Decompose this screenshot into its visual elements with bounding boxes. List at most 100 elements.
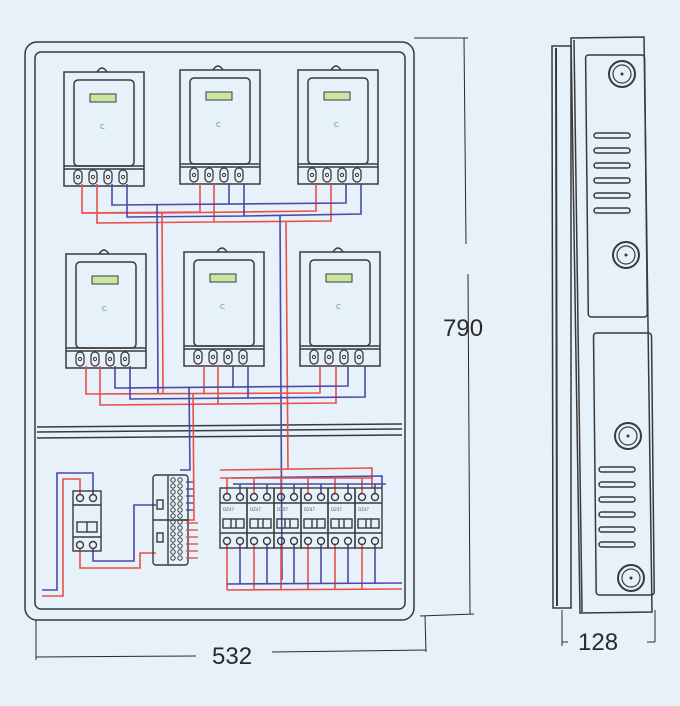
electricity-meter: C bbox=[183, 247, 265, 367]
width-ext-right bbox=[424, 615, 427, 653]
breaker-screw bbox=[289, 492, 299, 502]
terminal-screw bbox=[354, 172, 360, 178]
breaker-label: DZ47 bbox=[331, 507, 342, 512]
breaker-screw bbox=[289, 536, 299, 546]
meter-terminal bbox=[103, 169, 113, 185]
terminal-screw bbox=[339, 172, 345, 178]
breaker-screw bbox=[222, 492, 232, 502]
electricity-meter: C bbox=[65, 249, 147, 369]
terminal-screw bbox=[195, 354, 201, 360]
breaker-screw bbox=[75, 493, 85, 503]
terminal-hole bbox=[177, 507, 183, 513]
enclosure-inner bbox=[34, 51, 406, 610]
meter-terminal bbox=[219, 167, 229, 183]
terminal-hole bbox=[177, 495, 183, 501]
din-rail-line bbox=[36, 428, 403, 433]
side-door-frame bbox=[570, 36, 653, 614]
neutral-wire bbox=[243, 184, 362, 217]
knob-center bbox=[629, 576, 633, 580]
knob-outer bbox=[612, 241, 640, 269]
screw-knob-icon bbox=[612, 241, 640, 269]
meter-terminal bbox=[307, 167, 317, 183]
terminal-hole bbox=[170, 483, 176, 489]
neutral-wire bbox=[114, 366, 349, 389]
terminal-hole bbox=[177, 489, 183, 495]
breaker-toggle bbox=[303, 518, 326, 529]
knob-outer bbox=[614, 422, 642, 450]
meter-hanger-icon bbox=[212, 65, 224, 71]
height-dimension-label: 790 bbox=[443, 315, 483, 342]
breaker-screw bbox=[235, 492, 245, 502]
breaker-label: DZ47 bbox=[223, 507, 234, 512]
meter-display bbox=[323, 91, 351, 101]
meter-display bbox=[89, 93, 117, 103]
meter-terminal bbox=[322, 167, 332, 183]
meter-hanger-icon bbox=[330, 65, 342, 71]
terminal-hole bbox=[177, 549, 183, 555]
breaker-toggle bbox=[357, 518, 380, 529]
terminal-screw bbox=[225, 354, 231, 360]
terminal-screw bbox=[240, 354, 246, 360]
vent-slot bbox=[593, 132, 631, 139]
terminal-screw bbox=[105, 174, 111, 180]
meter-terminal bbox=[75, 351, 85, 367]
terminal-screw bbox=[236, 172, 242, 178]
terminal-hole bbox=[170, 477, 176, 483]
vent-slot bbox=[598, 496, 636, 503]
meter-terminal bbox=[234, 167, 244, 183]
main-neutral-out bbox=[92, 504, 156, 562]
meter-display bbox=[209, 273, 237, 283]
meter-mark: C bbox=[220, 303, 225, 311]
dimension-lines bbox=[35, 37, 656, 660]
height-dim-line-top bbox=[463, 37, 467, 245]
knob-outer bbox=[617, 564, 645, 592]
meter-terminal bbox=[193, 349, 203, 365]
branch-breaker: DZ47 bbox=[327, 487, 356, 549]
meter-body bbox=[65, 253, 147, 369]
breaker-label: DZ47 bbox=[304, 507, 315, 512]
terminal-hole bbox=[170, 507, 176, 513]
neutral-trunk bbox=[180, 387, 191, 471]
terminal-screw bbox=[221, 172, 227, 178]
meter-mark: C bbox=[100, 123, 105, 131]
terminal-hole bbox=[177, 519, 183, 525]
breaker-screw bbox=[276, 492, 286, 502]
depth-dimension-label: 128 bbox=[578, 629, 618, 656]
meter-mark: C bbox=[336, 303, 341, 311]
meter-display bbox=[205, 91, 233, 101]
terminal-screw bbox=[107, 356, 113, 362]
terminal-block bbox=[152, 474, 198, 566]
vent-slot bbox=[593, 162, 631, 169]
meter-terminal bbox=[88, 169, 98, 185]
knob-inner bbox=[621, 568, 641, 588]
breaker-screw bbox=[303, 492, 313, 502]
side-view-details bbox=[593, 60, 645, 592]
breaker-screw bbox=[357, 536, 367, 546]
terminal-hole bbox=[177, 483, 183, 489]
terminal-screw bbox=[120, 174, 126, 180]
vent-slot bbox=[598, 541, 636, 548]
terminal-hole bbox=[170, 525, 176, 531]
breaker-screw bbox=[88, 493, 98, 503]
terminal-hole bbox=[170, 495, 176, 501]
terminal-screw bbox=[326, 354, 332, 360]
live-bus bbox=[219, 467, 373, 488]
breaker-screw bbox=[316, 536, 326, 546]
branch-breaker: DZ47 bbox=[246, 487, 275, 549]
meter-terminal bbox=[90, 351, 100, 367]
breaker-screw bbox=[262, 536, 272, 546]
terminal-hole bbox=[170, 531, 176, 537]
height-ext-bottom bbox=[419, 613, 475, 617]
terminal-hole bbox=[177, 543, 183, 549]
meter-body bbox=[299, 251, 381, 367]
terminal-hole bbox=[177, 555, 183, 561]
meter-mark: C bbox=[216, 121, 221, 129]
terminal-screw bbox=[77, 356, 83, 362]
terminal-hole bbox=[170, 501, 176, 507]
terminal-hole bbox=[170, 549, 176, 555]
breaker-screw bbox=[343, 536, 353, 546]
meter-body bbox=[179, 69, 261, 185]
terminal-screw bbox=[311, 354, 317, 360]
main-breaker-body bbox=[72, 490, 102, 552]
